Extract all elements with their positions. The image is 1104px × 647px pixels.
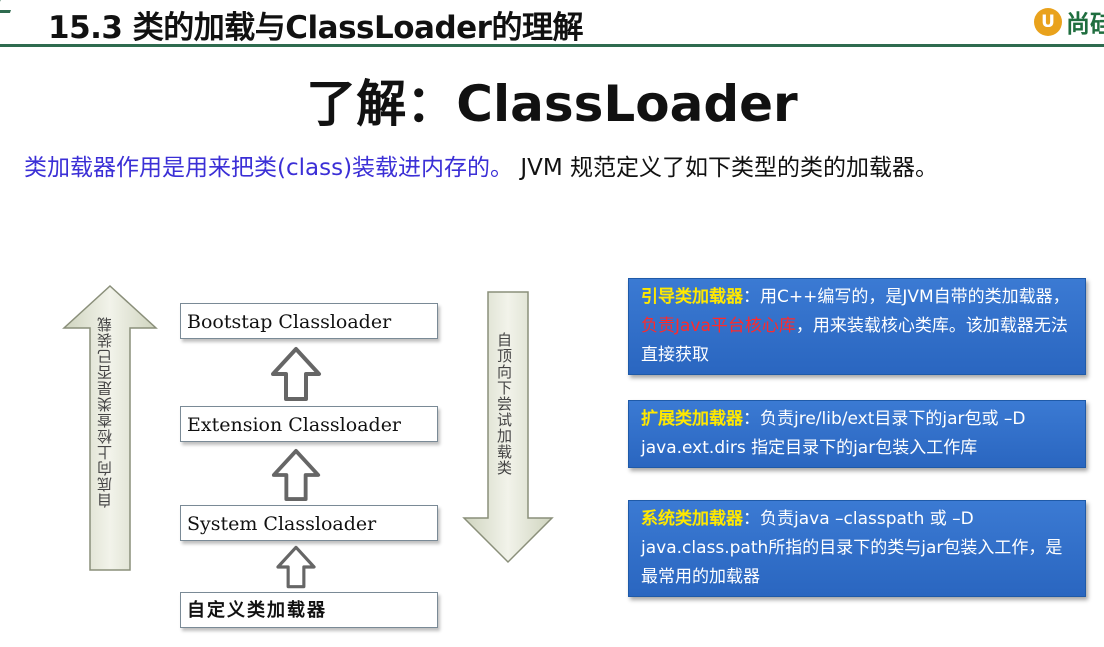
top-down-load-label: 自顶向下尝试加载类	[495, 332, 513, 476]
bottom-up-check-label: 自底向上检查类是否已装载	[96, 316, 114, 508]
up-arrow-icon	[62, 284, 158, 571]
intro-paragraph: 类加载器作用是用来把类(class)装载进内存的。 JVM 规范定义了如下类型的…	[24, 152, 1084, 184]
intro-text: JVM 规范定义了如下类型的类的加载器。	[520, 155, 939, 181]
extension-loader-title: 扩展类加载器	[641, 409, 743, 429]
hollow-up-arrow-icon	[276, 545, 316, 589]
extension-loader-info: 扩展类加载器：负责jre/lib/ext目录下的jar包或 –D java.ex…	[628, 400, 1086, 468]
bootstrap-loader-desc-2: ，用来装载核心类库。该加载器无法直接获取	[641, 316, 1068, 365]
bootstrap-classloader-box: Bootstap Classloader	[180, 303, 438, 339]
intro-highlight: 类加载器作用是用来把类(class)装载进内存的。	[24, 155, 514, 181]
system-loader-desc: ：负责java –classpath 或 –D java.class.path所…	[641, 509, 1063, 587]
brand-logo: U 尚硅	[1034, 4, 1104, 39]
hollow-up-arrow-icon	[271, 448, 321, 502]
custom-classloader-box: 自定义类加载器	[180, 592, 438, 628]
logo-icon: U	[1034, 7, 1062, 36]
corner-mark	[0, 0, 17, 13]
bootstrap-loader-core-lib: 负责Java平台核心库	[641, 316, 796, 336]
section-title: 15.3 类的加载与ClassLoader的理解	[48, 10, 583, 46]
bootstrap-loader-info: 引导类加载器：用C++编写的，是JVM自带的类加载器， 负责Java平台核心库，用…	[628, 278, 1086, 375]
hollow-up-arrow-icon	[271, 347, 321, 401]
header-bar: 15.3 类的加载与ClassLoader的理解 U 尚硅	[0, 0, 1104, 47]
bootstrap-loader-desc-1: ：用C++编写的，是JVM自带的类加载器，	[743, 287, 1070, 307]
bootstrap-loader-title: 引导类加载器	[641, 287, 743, 307]
extension-loader-desc: ：负责jre/lib/ext目录下的jar包或 –D java.ext.dirs…	[641, 409, 1026, 458]
system-classloader-box: System Classloader	[180, 505, 438, 541]
system-loader-info: 系统类加载器：负责java –classpath 或 –D java.class…	[628, 500, 1086, 597]
extension-classloader-box: Extension Classloader	[180, 406, 438, 442]
system-loader-title: 系统类加载器	[641, 509, 743, 529]
down-arrow-icon	[462, 291, 554, 564]
logo-text: 尚硅	[1066, 10, 1104, 38]
page-title: 了解：ClassLoader	[306, 75, 798, 133]
